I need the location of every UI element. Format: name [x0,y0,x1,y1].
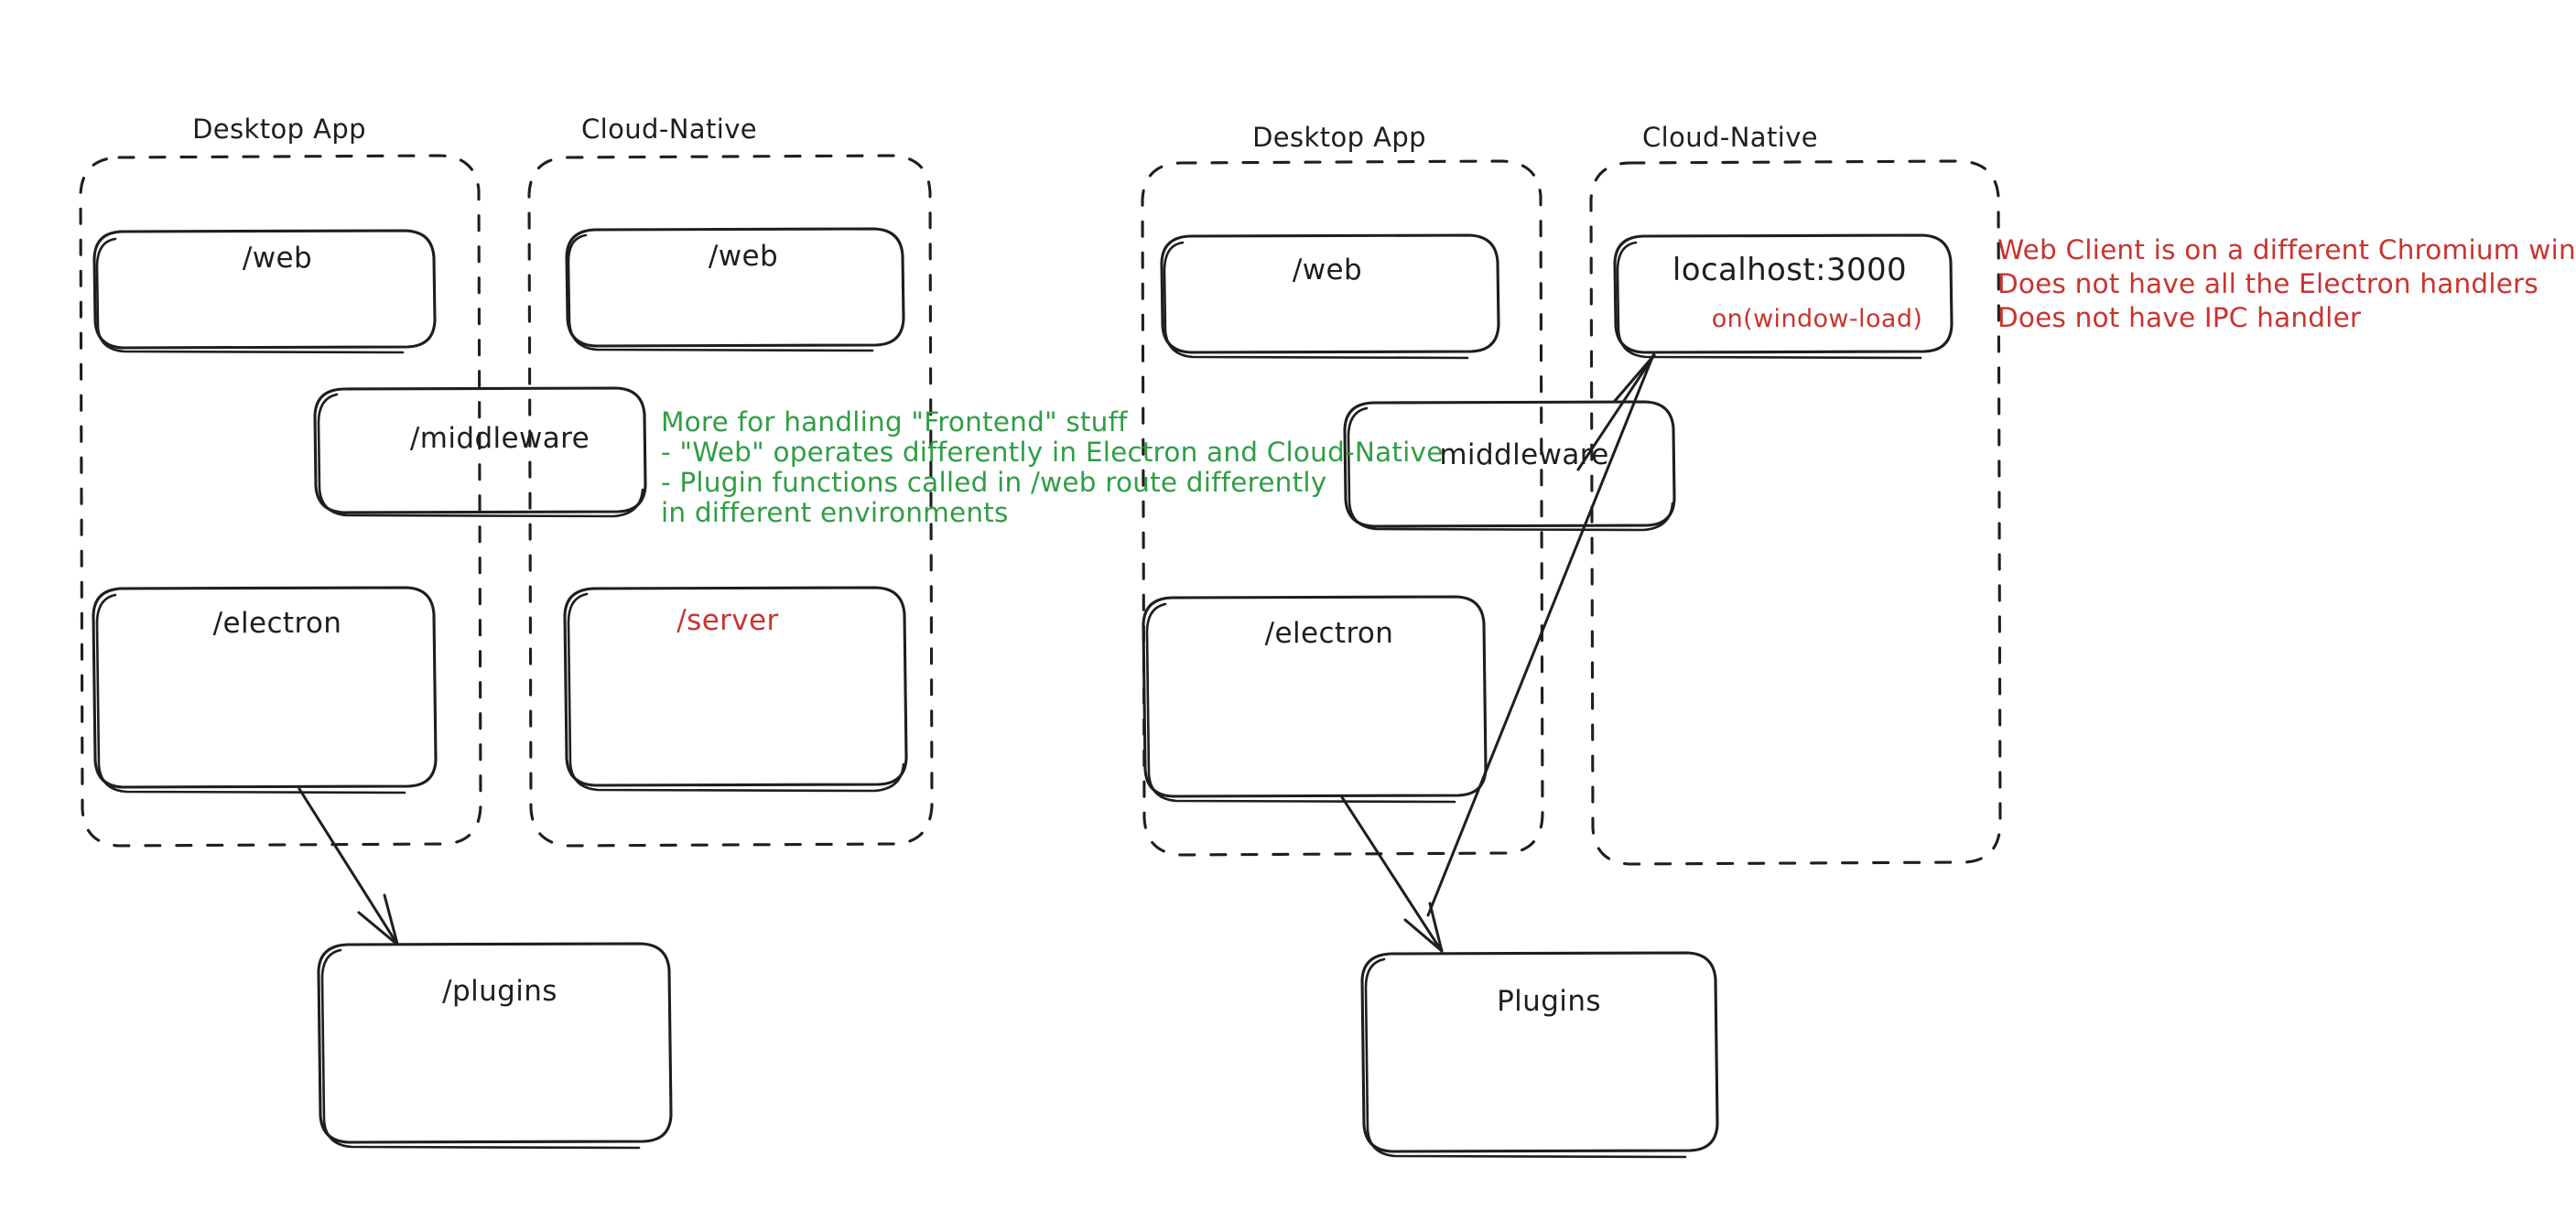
right-group-desktop-app-label: Desktop App [1252,122,1426,153]
right-edge-electron-to-localhost [1426,353,1656,917]
right-node-plugins-label: Plugins [1497,985,1601,1018]
right-annotation-red-line-2: Does not have all the Electron handlers [1997,268,2538,299]
left-node-plugins[interactable] [317,942,673,1150]
right-node-electron[interactable] [1142,595,1488,804]
right-node-electron-label: /electron [1265,617,1394,650]
right-annotation-red-line-3: Does not have IPC handler [1997,302,2362,333]
right-node-middleware-label: middleware [1439,438,1608,471]
left-edge-electron-to-plugins [298,787,399,946]
left-group-cloud-native-label: Cloud-Native [581,113,757,145]
left-annotation-green-line-4: in different environments [661,497,1009,528]
right-node-localhost[interactable] [1613,233,1954,360]
right-node-web-label: /web [1293,254,1362,286]
right-node-localhost-label: localhost:3000 [1672,252,1907,288]
left-node-web-cloud[interactable] [565,227,905,352]
left-node-web-desktop-label: /web [243,242,312,275]
left-node-electron[interactable] [92,586,438,794]
right-group-cloud-native-label: Cloud-Native [1642,122,1818,153]
left-node-server[interactable] [563,586,908,793]
left-node-web-desktop[interactable] [92,229,437,354]
right-node-plugins[interactable] [1360,951,1719,1159]
left-node-middleware-label: /middleware [410,422,590,455]
left-annotation-green-line-3: - Plugin functions called in /web route … [661,467,1326,498]
left-annotation-green-line-2: - "Web" operates differently in Electron… [661,437,1444,468]
left-node-middleware[interactable] [313,386,647,518]
left-node-electron-label: /electron [213,607,342,640]
right-edge-electron-to-plugins [1340,795,1444,953]
right-group-desktop-app [1141,159,1544,857]
right-annotation-red: Web Client is on a different Chromium wi… [1997,234,2576,333]
left-node-plugins-label: /plugins [442,975,557,1008]
left-annotation-green: More for handling "Frontend" stuff - "We… [661,406,1444,528]
right-node-web[interactable] [1160,233,1500,360]
right-node-localhost-sublabel: on(window-load) [1712,305,1923,333]
left-group-desktop-app [79,154,482,848]
left-annotation-green-line-1: More for handling "Frontend" stuff [661,406,1128,438]
left-node-web-cloud-label: /web [709,240,778,273]
left-group-desktop-app-label: Desktop App [192,113,366,145]
right-annotation-red-line-1: Web Client is on a different Chromium wi… [1997,234,2576,265]
left-node-server-label: /server [676,604,778,637]
right-node-middleware[interactable] [1343,400,1676,532]
